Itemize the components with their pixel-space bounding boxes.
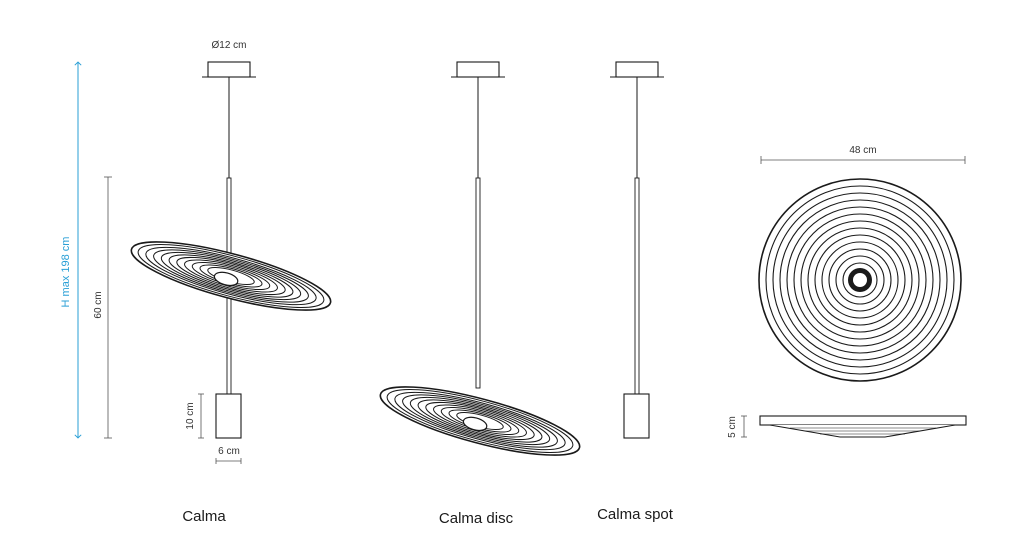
diffuser-height-dimension: 60 cm <box>93 176 112 439</box>
spot-width-label: 6 cm <box>218 446 240 457</box>
diffuser-height-label: 60 cm <box>93 291 104 318</box>
calma-spot-canopy <box>615 61 659 78</box>
calma-spot-lamp-drawing <box>610 61 664 439</box>
caption-calma-disc: Calma disc <box>439 510 514 527</box>
canopy-diameter-label: Ø12 cm <box>211 40 246 51</box>
calma-disc-rod <box>475 177 481 389</box>
calma-canopy <box>207 61 251 78</box>
calma-spot-body <box>215 393 242 439</box>
overall-height-dimension: H max 198 cm <box>60 61 82 439</box>
calma-disc-lamp-drawing <box>379 61 581 456</box>
calma-diffuser-disc <box>130 241 332 311</box>
disc-thickness-label: 5 cm <box>727 416 738 438</box>
caption-calma-spot: Calma spot <box>597 506 674 523</box>
calma-spot-spot-body <box>623 393 650 439</box>
calma-disc-canopy <box>456 61 500 78</box>
spot-height-label: 10 cm <box>185 402 196 429</box>
calma-spot-rod <box>634 177 640 395</box>
disc-side-view: 5 cm <box>727 415 967 438</box>
overall-height-label: H max 198 cm <box>60 237 72 308</box>
caption-calma: Calma <box>182 508 226 525</box>
disc-diameter-label: 48 cm <box>849 145 876 156</box>
calma-lamp-drawing: Ø12 cm 10 cm 6 cm <box>130 40 332 464</box>
calma-disc-diffuser <box>379 386 581 456</box>
disc-top-view: 48 cm <box>758 145 966 382</box>
